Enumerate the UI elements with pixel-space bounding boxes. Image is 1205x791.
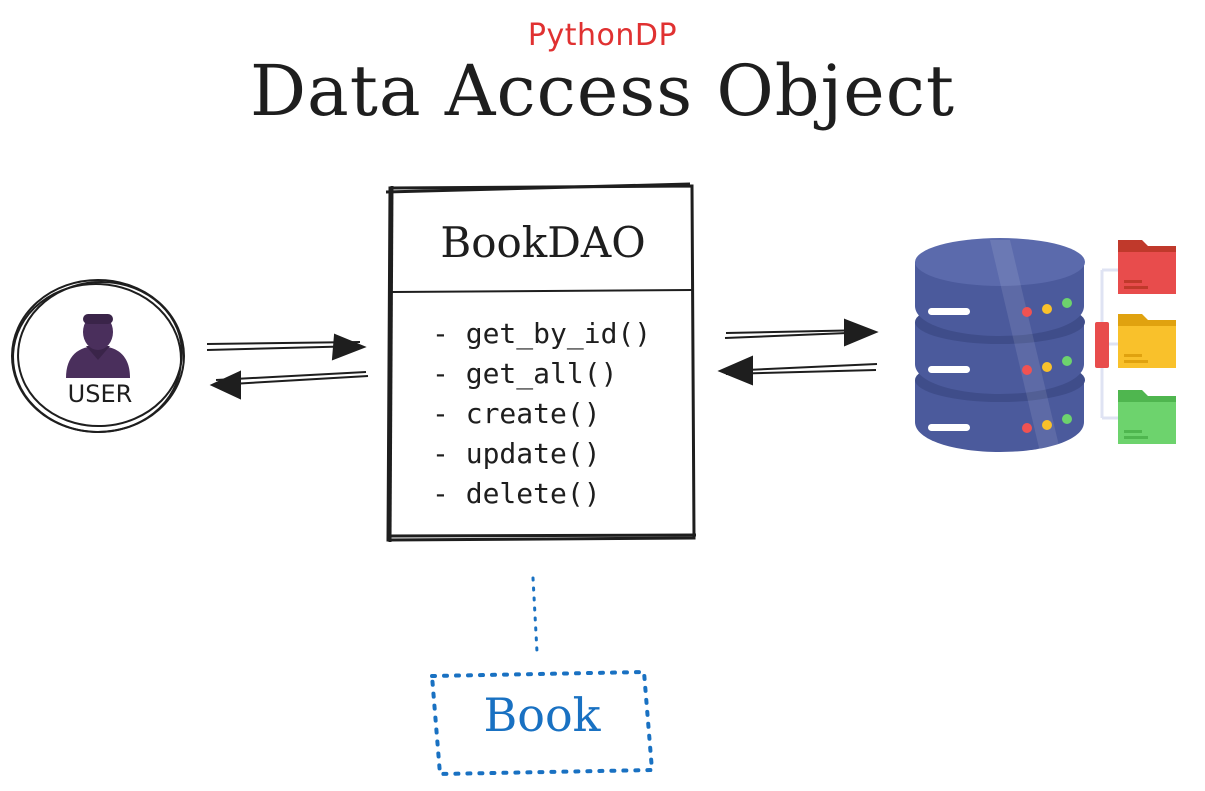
dao-entity-link xyxy=(531,576,539,654)
folder-tree-marker xyxy=(1095,322,1109,368)
user-icon xyxy=(66,314,130,378)
dao-class-box xyxy=(385,182,697,543)
user-label: USER xyxy=(67,380,133,408)
dao-method-list: - get_by_id() - get_all() - create() - u… xyxy=(432,314,651,514)
folder-icon-yellow xyxy=(1118,314,1176,368)
arrow-dao-to-user xyxy=(209,370,369,400)
entity-label: Book xyxy=(483,688,601,742)
folder-icon-red xyxy=(1118,240,1176,294)
user-node xyxy=(11,279,185,434)
dao-method: - create() xyxy=(432,397,601,430)
brand-label: PythonDP xyxy=(527,18,678,53)
folder-icon-green xyxy=(1118,390,1176,444)
dao-method: - get_by_id() xyxy=(432,317,652,350)
database-server-icon xyxy=(915,238,1085,452)
arrow-dao-to-db xyxy=(724,318,879,347)
entity-box xyxy=(429,669,655,777)
arrow-db-to-dao xyxy=(717,355,878,386)
dao-method: - get_all() xyxy=(432,357,618,390)
dao-method: - delete() xyxy=(432,477,601,510)
dao-class-name: BookDAO xyxy=(440,218,646,267)
arrow-user-to-dao xyxy=(206,333,367,361)
dao-method: - update() xyxy=(432,437,601,470)
page-title: Data Access Object xyxy=(249,50,956,132)
